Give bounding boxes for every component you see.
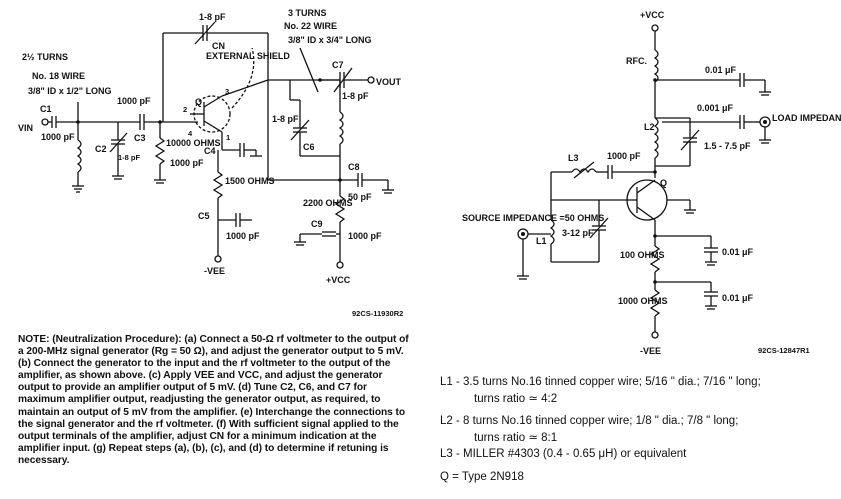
c2-label: C2 [95, 144, 107, 154]
cn-label: CN [212, 41, 225, 51]
c8-value: 50 pF [348, 192, 372, 202]
r-1000-resistor [649, 289, 661, 317]
c3-label: C3 [134, 133, 146, 143]
c6-label: C6 [303, 142, 315, 152]
rfc-choke [653, 49, 659, 83]
r1-value: 10000 OHMS [166, 138, 221, 148]
legend-q-line: Q = Type 2N918 [440, 470, 524, 483]
load-impedance-label: LOAD IMPEDANCE =50 OHMS [772, 113, 841, 123]
c1-label: C1 [40, 104, 52, 114]
vout-terminal [367, 76, 375, 84]
left-figure-id: 92CS-11930R2 [352, 309, 403, 318]
pin-4-label: 4 [188, 129, 193, 138]
c-bypass-mid-value: 0.01 μF [722, 247, 754, 257]
c5-label: C5 [198, 211, 210, 221]
c-feedback-value: 1000 pF [607, 151, 641, 161]
l3-label: L3 [568, 153, 579, 163]
component-legend: L1 - 3.5 turns No.16 tinned copper wire;… [440, 374, 835, 486]
neutralization-note: NOTE: (Neutralization Procedure): (a) Co… [18, 334, 409, 466]
cn-value: 1-8 pF [199, 12, 226, 22]
c7-label: C7 [332, 60, 344, 70]
output-coil-dim-label: 3/8" ID x 3/4" LONG [288, 35, 372, 45]
shield-label: EXTERNAL SHIELD [206, 51, 290, 61]
legend-l3-line: L3 - MILLER #4303 (0.4 - 0.65 μH) or equ… [440, 448, 687, 461]
r-bot-value: 1000 OHMS [618, 296, 668, 306]
r-1500-resistor [212, 171, 224, 199]
l1-coil [549, 219, 555, 245]
l3-coil [571, 168, 597, 174]
c-bypass-bot-value: 0.01 μF [722, 293, 754, 303]
r-top-value: 100 OHMS [620, 250, 665, 260]
load-label-text: LOAD IMPEDANCE =50 OHMS [772, 113, 841, 123]
c-tune-in-value: 3-12 pF [562, 228, 594, 238]
output-coil-wire-label: No. 22 WIRE [284, 21, 337, 31]
l2-coil [653, 117, 659, 159]
pin-2-label: 2 [183, 105, 187, 114]
vout-label: VOUT [376, 77, 402, 87]
vin-terminal [41, 118, 49, 126]
pin-1-label: 1 [226, 133, 230, 142]
c2-value: 1-8 pF [118, 153, 141, 162]
c3-value: 1000 pF [117, 96, 151, 106]
c5-value: 1000 pF [226, 231, 260, 241]
q2-label: Q [660, 178, 667, 188]
output-coil-turns-label: 3 TURNS [288, 8, 327, 18]
input-coil-wire-label: No. 18 WIRE [32, 71, 85, 81]
source-impedance-label: SOURCE IMPEDANCE =50 OHMS [462, 213, 604, 223]
input-coil-turns-label: 2½ TURNS [22, 52, 68, 62]
right-figure-id: 92CS-12847R1 [758, 346, 810, 355]
c7-value: 1-8 pF [342, 91, 369, 101]
c4-value: 1000 pF [170, 158, 204, 168]
r2-value: 1500 OHMS [225, 176, 275, 186]
vcc-right-label: +VCC [640, 10, 665, 20]
vcc-left-label: +VCC [326, 275, 351, 285]
l1-label: L1 [536, 236, 547, 246]
l2-label: L2 [644, 122, 655, 132]
legend-l2-line1: L2 - 8 turns No.16 tinned copper wire; 1… [440, 415, 739, 428]
rfc-label: RFC. [626, 56, 647, 66]
r-10000-resistor [154, 137, 166, 165]
vin-label: VIN [18, 123, 33, 133]
legend-l1-line1: L1 - 3.5 turns No.16 tinned copper wire;… [440, 376, 761, 388]
c6-value: 1-8 pF [272, 114, 299, 124]
vee-left-label: -VEE [204, 266, 225, 276]
output-tank-coil [338, 111, 344, 145]
c-out-value: 0.001 μF [697, 103, 734, 113]
c8-label: C8 [348, 162, 360, 172]
pin-3-label: 3 [225, 87, 229, 96]
c1-value: 1000 pF [41, 132, 75, 142]
c4-label: C4 [204, 146, 216, 156]
legend-l2-line2: turns ratio ≃ 8:1 [474, 431, 558, 444]
vee-right-label: -VEE [640, 346, 661, 356]
r3-value: 2200 OHMS [303, 198, 353, 208]
left-circuit: 2½ TURNS No. 18 WIRE 3/8" ID x 1/2" LONG… [18, 8, 403, 318]
input-coil-dim-label: 3/8" ID x 1/2" LONG [28, 86, 112, 96]
input-coil [76, 139, 82, 173]
vcc-right-terminal [651, 24, 659, 32]
c9-value: 1000 pF [348, 231, 382, 241]
c-bypass-top-value: 0.01 μF [705, 65, 737, 75]
r-100-resistor [649, 245, 661, 273]
right-circuit: +VCC RFC. 0.01 μF L2 1.5 - 7.5 pF 0.001 … [462, 10, 841, 356]
c-tune-out-value: 1.5 - 7.5 pF [704, 141, 751, 151]
c9-label: C9 [311, 219, 323, 229]
legend-l1-line2: turns ratio ≃ 4:2 [474, 392, 558, 405]
r-2200-resistor [334, 195, 346, 223]
q1-label: Q [195, 97, 202, 107]
